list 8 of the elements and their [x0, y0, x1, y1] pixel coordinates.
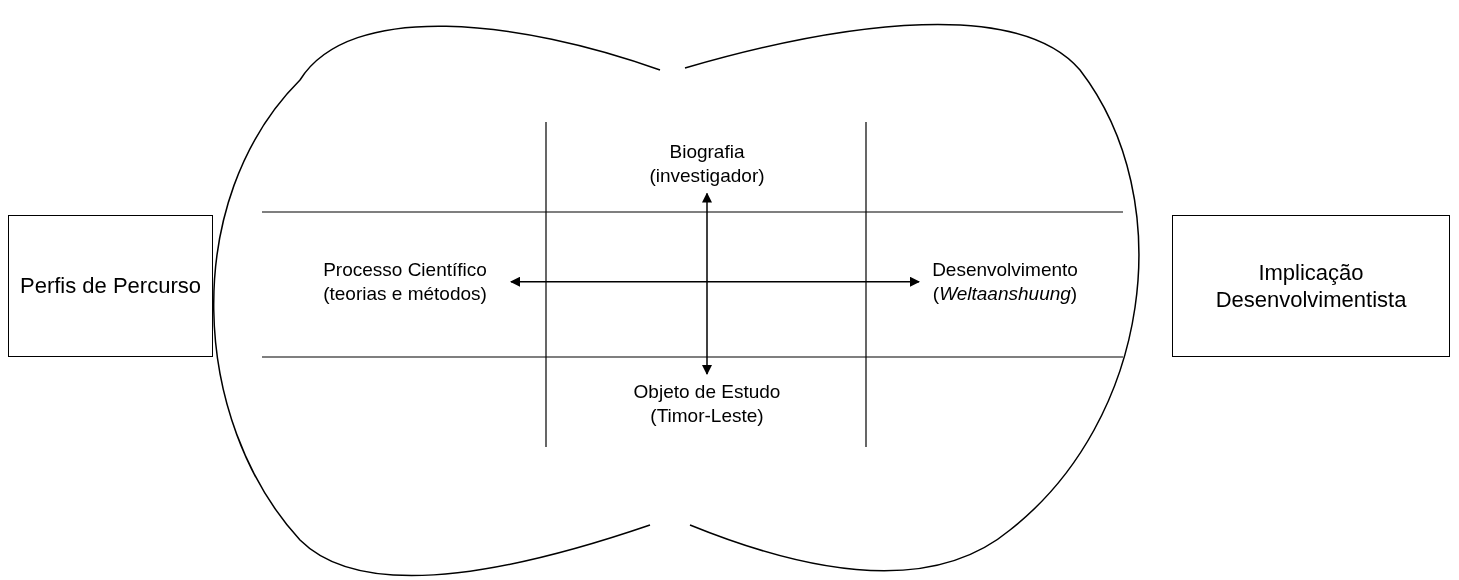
process-box: Implicação Desenvolvimentista — [1172, 215, 1450, 357]
process-box: Perfis de Percurso — [8, 215, 213, 357]
cell-text: Desenvolvimento (Weltaanshuung) — [931, 258, 1079, 306]
cell-text: Processo Científico (teorias e métodos) — [322, 258, 488, 306]
cell-text: Biografia (investigador) — [648, 140, 766, 188]
double-arrow — [702, 192, 712, 375]
double-arrow — [510, 276, 920, 287]
cell-text: Objeto de Estudo (Timor-Leste) — [632, 380, 782, 428]
